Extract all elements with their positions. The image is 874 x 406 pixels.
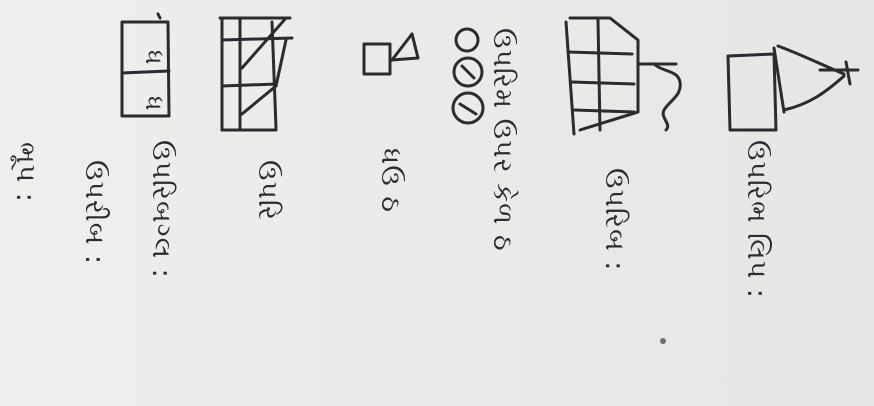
ink-dot — [660, 338, 666, 344]
circles-figure — [453, 29, 483, 123]
box-letter-left: ધ — [140, 96, 168, 110]
house-figure — [364, 34, 418, 74]
box-letter-right: ધ — [140, 50, 168, 64]
pavilion-figure — [566, 18, 680, 134]
ladder-figure — [220, 18, 292, 130]
box-arrow-figure — [728, 46, 858, 130]
